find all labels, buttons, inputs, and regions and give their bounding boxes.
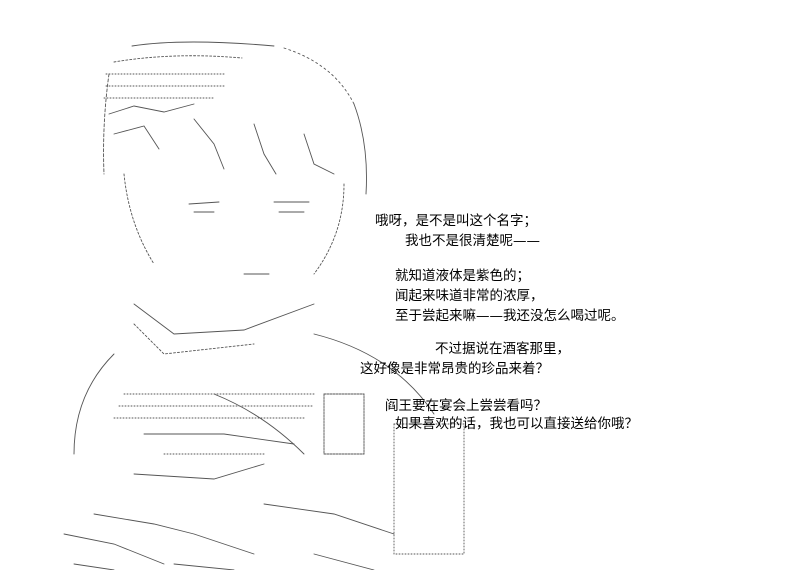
hair-left-stroke [103,73,110,175]
face-right-stroke [313,183,345,275]
dialogue-line: 不过据说在酒客那里， [435,341,570,357]
bottle-outline [323,393,365,455]
dialogue-line: 这好像是非常昂贵的珍品来着？ [360,361,549,377]
face-left-stroke [123,173,155,265]
dialogue-line: 至于尝起来嘛——我还没怎么喝过呢。 [395,308,625,324]
fringe-stroke [108,103,195,115]
robe-fold [143,433,295,445]
fringe-stroke [113,125,160,150]
arm-stroke [213,393,305,455]
eye-right [273,201,310,213]
collar-stroke [133,323,255,355]
hem-stroke [73,553,375,570]
shoulder-left [73,353,115,455]
dialogue-block: 哦呀，是不是叫这个名字； 我也不是很清楚呢—— 就知道液体是紫色的； 闻起来味道… [360,212,805,432]
collar-stroke [133,303,315,335]
skirt-stroke [93,513,255,555]
dialogue-line: 就知道液体是紫色的； [395,268,530,284]
robe-fold [133,463,265,480]
fringe-stroke [303,133,335,175]
skirt-stroke [63,533,165,565]
dialogue-line: 阎王要在宴会上尝尝看吗？ [385,398,547,414]
hair-crown-stroke [131,41,275,47]
shoulder-right [313,333,435,415]
dialogue-line: 哦呀，是不是叫这个名字； [375,213,537,229]
sleeve-block [393,423,465,555]
skirt-stroke [263,503,395,535]
hair-right-lock [353,103,367,195]
fringe-stroke [193,118,225,170]
dialogue-line: 闻起来味道非常的浓厚， [395,288,544,304]
dialogue-line: 我也不是很清楚呢—— [405,233,540,249]
hair-top-stroke [113,55,243,63]
hair-right-stroke [283,47,355,105]
eye-left [188,201,220,213]
dialogue-line: 如果喜欢的话，我也可以直接送给你哦？ [395,416,638,432]
fringe-stroke [253,123,277,175]
ascii-art-figure [63,41,465,570]
